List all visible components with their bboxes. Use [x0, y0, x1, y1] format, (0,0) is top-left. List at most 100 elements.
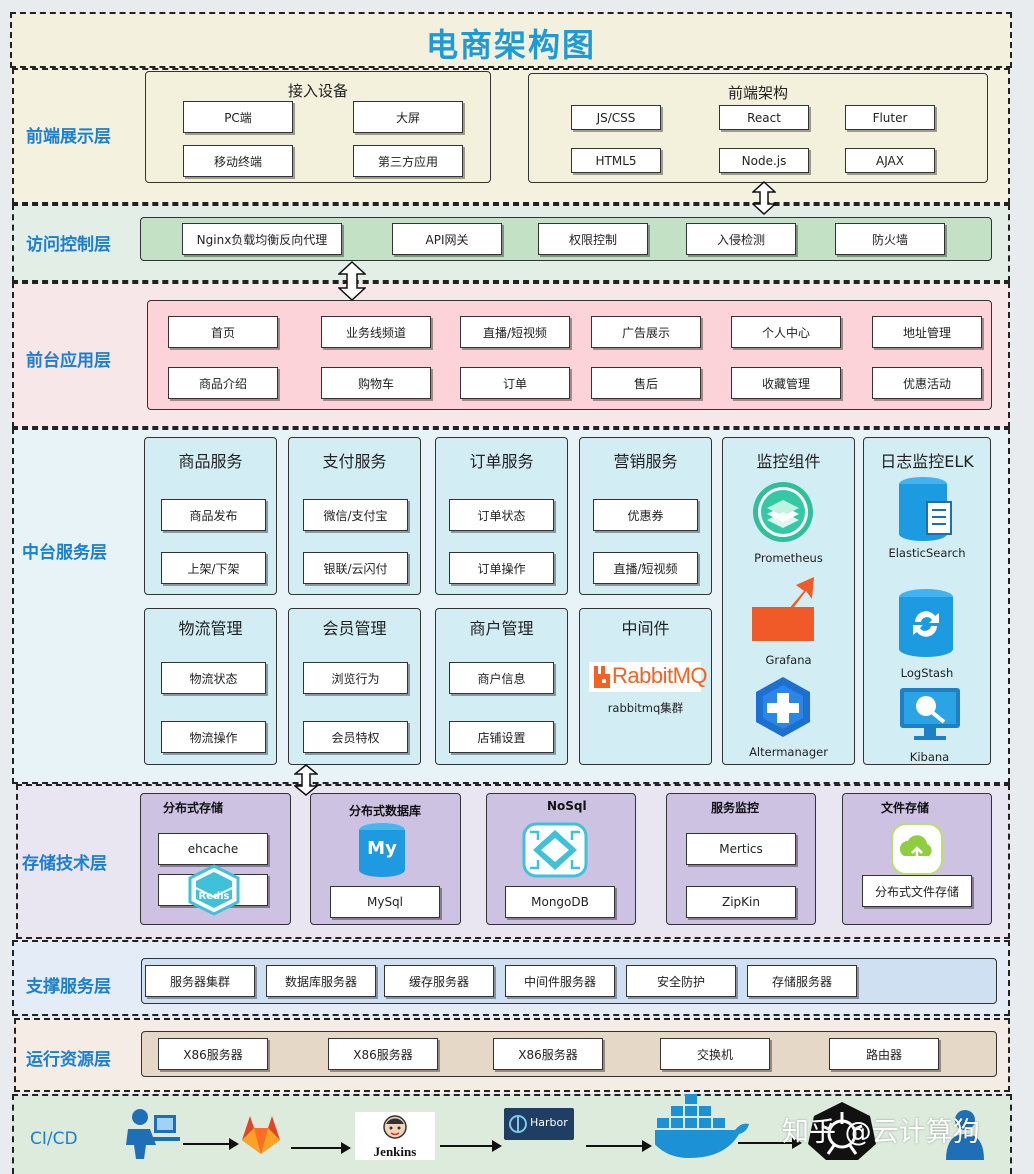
elk-title: 日志监控ELK — [880, 452, 974, 471]
jenkins-icon — [383, 1115, 407, 1139]
arch-react: React — [719, 105, 809, 130]
devices-title: 接入设备 — [287, 82, 348, 100]
service-title: 商品服务 — [178, 452, 243, 471]
app-favorites: 收藏管理 — [731, 367, 841, 399]
runtime-router: 路由器 — [829, 1038, 939, 1070]
runtime-x86-3: X86服务器 — [493, 1038, 603, 1070]
arrow-right-icon — [586, 1140, 652, 1152]
user-icon — [946, 1110, 984, 1160]
device-pc: PC端 — [183, 101, 293, 133]
service-title: 物流管理 — [178, 619, 243, 638]
storage-ehcache: ehcache — [158, 833, 268, 865]
service-item: 物流状态 — [161, 662, 266, 694]
runtime-x86-1: X86服务器 — [158, 1038, 268, 1070]
app-live: 直播/短视频 — [460, 316, 570, 348]
support-security: 安全防护 — [626, 965, 736, 997]
access-layer-label: 访问控制层 — [26, 235, 111, 255]
app-ads: 广告展示 — [591, 316, 701, 348]
support-cluster: 服务器集群 — [145, 965, 255, 997]
arch-html5: HTML5 — [571, 148, 661, 173]
app-aftersale: 售后 — [591, 367, 701, 399]
app-profile: 个人中心 — [731, 316, 841, 348]
support-layer-label: 支撑服务层 — [26, 977, 111, 997]
jenkins-label: Jenkins — [373, 1144, 417, 1159]
arch-nodejs: Node.js — [719, 148, 809, 173]
app-layer-label: 前台应用层 — [26, 351, 111, 371]
harbor-logo: Harbor — [504, 1108, 574, 1140]
grafana-caption: Grafana — [765, 653, 812, 667]
runtime-layer-label: 运行资源层 — [26, 1050, 111, 1070]
rabbitmq-icon — [594, 666, 610, 688]
runtime-x86-2: X86服务器 — [328, 1038, 438, 1070]
access-nginx: Nginx负载均衡反向代理 — [182, 223, 342, 255]
harbor-label: Harbor — [530, 1116, 568, 1129]
app-product: 商品介绍 — [168, 367, 278, 399]
logstash-caption: LogStash — [900, 666, 954, 680]
service-item: 浏览行为 — [303, 662, 408, 694]
middle-layer-label: 中台服务层 — [22, 543, 107, 563]
service-item: 订单状态 — [449, 499, 554, 531]
service-item: 店铺设置 — [449, 721, 554, 753]
storage-monitor-title: 服务监控 — [711, 801, 760, 815]
service-item: 订单操作 — [449, 552, 554, 584]
storage-file-title: 文件存储 — [881, 801, 930, 815]
storage-mongodb: MongoDB — [505, 886, 615, 918]
arch-ajax: AJAX — [845, 148, 935, 173]
frontend-layer-label: 前端展示层 — [26, 127, 111, 147]
arrow-right-icon — [183, 1138, 239, 1150]
storage-mertics: Mertics — [686, 833, 796, 865]
service-title: 支付服务 — [322, 452, 387, 471]
double-arrow-icon — [338, 261, 366, 301]
file-storage-icon — [891, 823, 943, 875]
access-firewall: 防火墙 — [835, 223, 945, 255]
support-storage: 存储服务器 — [747, 965, 857, 997]
app-cart: 购物车 — [321, 367, 431, 399]
storage-dfs: 分布式文件存储 — [862, 875, 972, 907]
mysql-logo-text: My — [367, 838, 397, 859]
altermanager-caption: Altermanager — [749, 745, 828, 759]
storage-nosql-title: NoSql — [547, 799, 587, 813]
storage-mysql: MySql — [330, 886, 440, 918]
double-arrow-icon — [294, 764, 318, 796]
service-item: 会员特权 — [303, 721, 408, 753]
service-item: 微信/支付宝 — [303, 499, 408, 531]
kubernetes-icon — [808, 1102, 876, 1160]
support-middleware: 中间件服务器 — [505, 965, 615, 997]
device-mobile: 移动终端 — [183, 145, 293, 177]
app-address: 地址管理 — [872, 316, 982, 348]
jenkins-logo: Jenkins — [355, 1112, 435, 1160]
app-order: 订单 — [460, 367, 570, 399]
watermark: 知乎 @云计算狗 — [782, 1117, 980, 1148]
monitor-title: 监控组件 — [756, 452, 821, 471]
title-bar: 电商架构图 — [10, 12, 1012, 68]
access-apigateway: API网关 — [392, 223, 502, 255]
app-home: 首页 — [168, 316, 278, 348]
arrow-right-icon — [440, 1140, 502, 1152]
runtime-switch: 交换机 — [660, 1038, 770, 1070]
service-item: 商品发布 — [161, 499, 266, 531]
service-item: 物流操作 — [161, 721, 266, 753]
support-cache: 缓存服务器 — [384, 965, 494, 997]
kibana-caption: Kibana — [909, 750, 950, 764]
arrow-right-icon — [738, 1137, 802, 1149]
service-item: 银联/云闪付 — [303, 552, 408, 584]
rabbitmq-logo-text: RabbitMQ — [612, 663, 708, 688]
harbor-icon — [509, 1115, 527, 1133]
mongodb-icon — [522, 822, 588, 878]
app-promotion: 优惠活动 — [872, 367, 982, 399]
docker-icon — [655, 1094, 749, 1158]
storage-layer-label: 存储技术层 — [22, 854, 107, 874]
service-title: 商户管理 — [469, 619, 534, 638]
service-title: 营销服务 — [613, 452, 678, 471]
elasticsearch-caption: ElasticSearch — [888, 546, 966, 560]
app-channel: 业务线频道 — [321, 316, 431, 348]
service-title: 订单服务 — [469, 452, 534, 471]
service-item: 商户信息 — [449, 662, 554, 694]
logstash-icon — [899, 589, 953, 657]
arch-fluter: Fluter — [845, 105, 935, 130]
altermanager-icon — [756, 677, 810, 737]
service-item: 直播/短视频 — [593, 552, 698, 584]
access-auth: 权限控制 — [538, 223, 648, 255]
service-item: 上架/下架 — [161, 552, 266, 584]
grafana-icon — [752, 577, 814, 641]
